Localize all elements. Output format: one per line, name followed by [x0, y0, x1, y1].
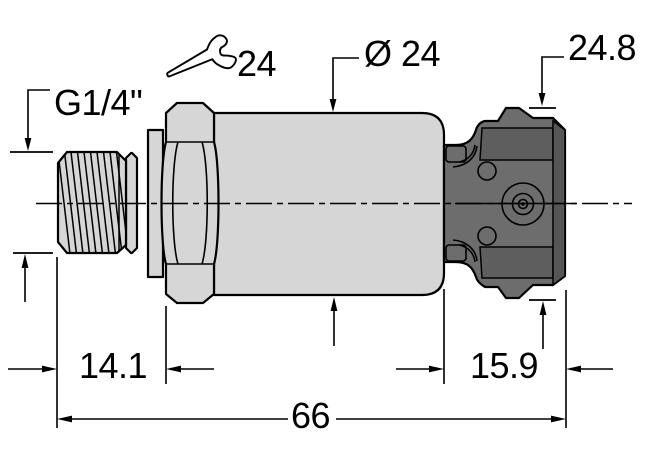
dim-15-arrow-left	[429, 365, 444, 373]
connector-top-face	[479, 127, 554, 161]
connector-bottom-face	[479, 246, 554, 279]
body-diameter-label: Ø 24	[364, 33, 441, 74]
overall-length-label: 66	[291, 395, 331, 436]
connector-height-label: 24.8	[568, 27, 637, 68]
neck-clip-top	[445, 145, 467, 163]
thread-stud	[56, 150, 128, 255]
thread-size-label: G1/4"	[54, 82, 143, 123]
connector-arrow-down	[538, 93, 546, 106]
diameter-arrow-up	[330, 297, 338, 311]
hex-face-lines	[166, 141, 214, 265]
diameter-leader	[332, 57, 359, 346]
neck-fillet-arcs	[452, 144, 478, 263]
diameter-arrow-down	[329, 99, 337, 112]
thread-arrow-down	[24, 138, 32, 151]
wrench-icon	[166, 34, 237, 78]
neck-clip-bottom	[445, 244, 467, 262]
sensor-body	[212, 111, 446, 297]
connector-length-label: 15.9	[470, 345, 539, 386]
thread-leader	[24, 89, 50, 302]
connector-pin-top	[477, 161, 497, 181]
thread-arrow-up	[21, 254, 29, 268]
dim-66-arrow-right	[551, 415, 566, 423]
extension-lines	[56, 257, 567, 428]
thread-dim-ticks	[10, 151, 53, 254]
connector-arrow-up	[539, 301, 547, 315]
connector-leader	[541, 56, 564, 349]
connector-pin-bottom	[477, 226, 497, 246]
dim-14-arrow-left	[42, 365, 57, 373]
dim-14-arrow-right	[166, 365, 181, 373]
dim-66-arrow-left	[57, 415, 72, 423]
connector-dim-ticks	[529, 107, 556, 301]
dim-15-arrow-right	[566, 365, 581, 373]
wrench-size-label: 24	[237, 43, 277, 84]
thread-length-label: 14.1	[79, 345, 148, 386]
